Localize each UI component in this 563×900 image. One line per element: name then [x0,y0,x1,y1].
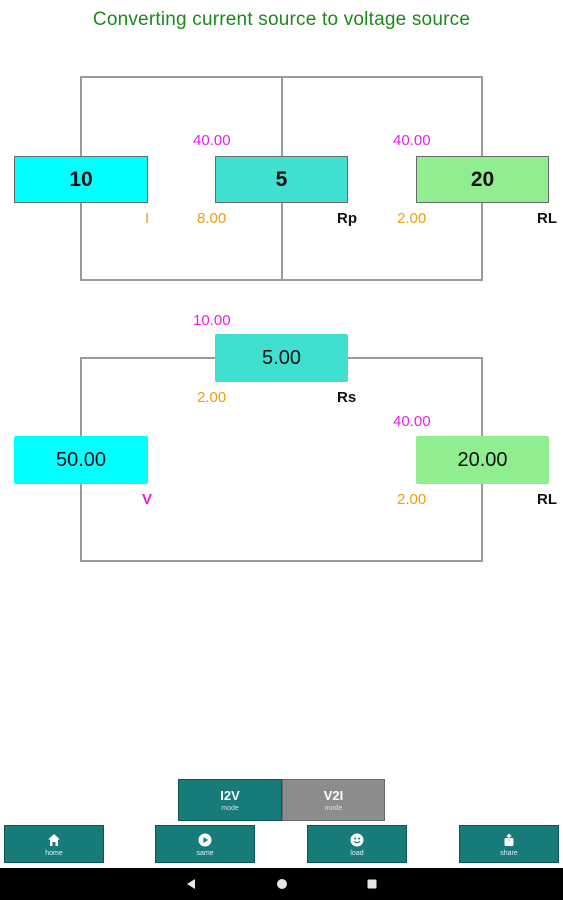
rp-resistor-input[interactable]: 5 [215,156,348,203]
rs-label: Rs [337,389,357,406]
i2v-mode-button[interactable]: I2V mode [178,779,282,821]
rl-voltage: 40.00 [393,413,431,430]
rl-resistor-value: 20.00 [416,436,549,484]
play-circle-icon [198,832,212,848]
rp-current: 8.00 [197,210,227,227]
system-navigation-bar [0,868,563,900]
i2v-label: I2V [220,788,240,803]
rs-voltage: 10.00 [193,312,231,329]
same-button[interactable]: same [155,825,255,863]
current-source-input[interactable]: 10 [14,156,148,203]
rp-label: Rp [337,210,357,227]
page-title: Converting current source to voltage sou… [92,9,471,30]
share-button[interactable]: share [459,825,559,863]
rl-label: RL [537,491,557,508]
wire [81,560,483,562]
recents-icon[interactable] [366,878,378,890]
share-caption: share [500,849,518,857]
home-button[interactable]: home [4,825,104,863]
voltage-source-label: V [142,491,153,508]
load-caption: load [350,849,364,857]
v2i-sub: mode [324,805,343,812]
back-icon[interactable] [185,878,197,890]
v2i-label: V2I [323,788,344,803]
same-caption: same [196,849,214,857]
smiley-icon [350,832,364,848]
voltage-source-value: 50.00 [14,436,148,484]
rp-voltage: 40.00 [193,132,231,149]
v2i-mode-button[interactable]: V2I mode [282,779,385,821]
home-caption: home [45,849,63,857]
home-icon [47,832,61,848]
rs-current: 2.00 [197,389,227,406]
rl-resistor-input[interactable]: 20 [416,156,549,203]
rl-current: 2.00 [397,210,427,227]
i2v-sub: mode [221,805,239,812]
rl-label: RL [537,210,557,227]
load-button[interactable]: load [307,825,407,863]
home-circle-icon[interactable] [276,878,288,890]
rs-resistor-value: 5.00 [215,334,348,382]
share-icon [502,832,516,848]
rl-voltage: 40.00 [393,132,431,149]
rl-current: 2.00 [397,491,427,508]
current-source-label: I [145,210,150,227]
